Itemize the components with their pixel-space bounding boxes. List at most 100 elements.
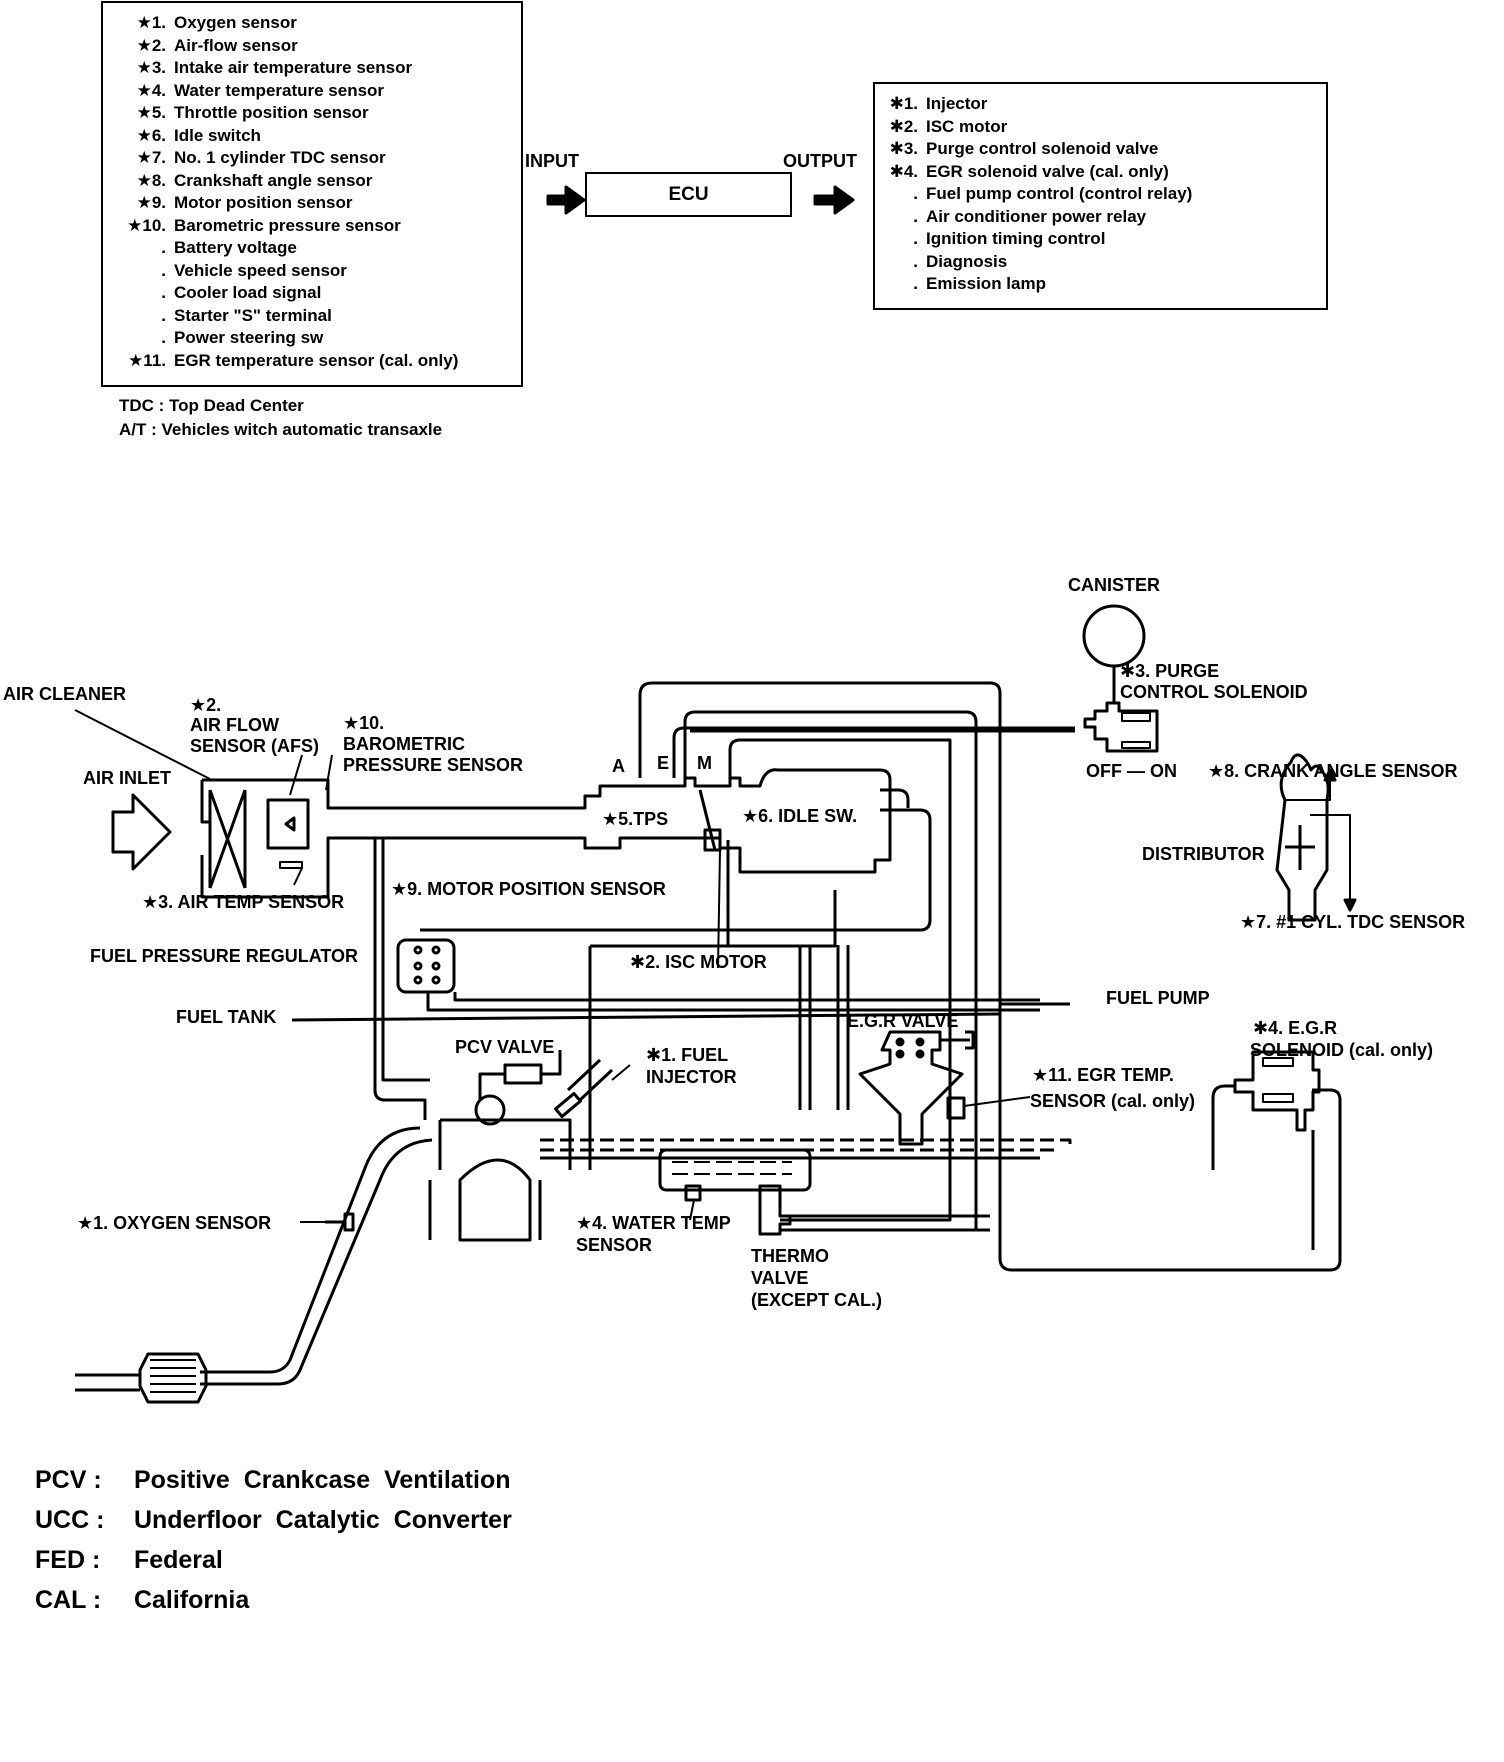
list-item: .Fuel pump control (control relay) bbox=[884, 183, 1192, 206]
label-canister: CANISTER bbox=[1068, 575, 1161, 595]
list-item: . Vehicle speed sensor bbox=[112, 260, 458, 283]
label-distributor: DISTRIBUTOR bbox=[1142, 844, 1265, 864]
list-item-marker: ✱3. bbox=[889, 139, 918, 158]
list-item: . Battery voltage bbox=[112, 237, 458, 260]
water-temp-sensor-icon bbox=[684, 1184, 702, 1202]
abbreviation-meaning: California bbox=[127, 1586, 250, 1614]
label-baro-3: PRESSURE SENSOR bbox=[343, 755, 524, 775]
list-item: ✱4. EGR solenoid valve (cal. only) bbox=[884, 161, 1192, 184]
label-purge-solenoid-2: CONTROL SOLENOID bbox=[1120, 682, 1308, 702]
label-egr-temp-2: SENSOR (cal. only) bbox=[1030, 1091, 1196, 1111]
output-actuator-list-box bbox=[873, 82, 1328, 310]
abbreviation-key: CAL : bbox=[35, 1586, 102, 1614]
abbreviation-key: PCV : bbox=[35, 1466, 102, 1494]
list-item: ★7. No. 1 cylinder TDC sensor bbox=[112, 147, 458, 170]
list-item-text: Emission lamp bbox=[926, 274, 1046, 293]
label-thermo-1: THERMO bbox=[751, 1246, 829, 1266]
pcv-valve-icon bbox=[478, 1050, 562, 1100]
list-item: ★4.Water temperature sensor bbox=[112, 80, 458, 103]
label-port-m: M bbox=[697, 753, 712, 773]
abbreviation-row: CAL : California bbox=[35, 1580, 512, 1620]
abbreviation-meaning: Underfloor Catalytic Converter bbox=[127, 1506, 512, 1534]
list-item: .Ignition timing control bbox=[884, 228, 1192, 251]
list-item-marker: ★7. bbox=[136, 148, 166, 167]
thermo-valve-icon bbox=[758, 1184, 990, 1236]
label-tdc-sensor: ★7. #1 CYL. TDC SENSOR bbox=[1240, 912, 1466, 932]
label-egr-solenoid-1: ✱4. E.G.R bbox=[1253, 1018, 1338, 1038]
list-item-marker: ★1. bbox=[136, 13, 166, 32]
label-isc-motor: ✱2. ISC MOTOR bbox=[630, 952, 767, 972]
label-water-temp-2: SENSOR bbox=[576, 1235, 653, 1255]
egr-solenoid-icon bbox=[1211, 1050, 1321, 1250]
label-air-inlet: AIR INLET bbox=[83, 768, 171, 788]
list-item-marker: . bbox=[161, 305, 166, 325]
label-air-cleaner: AIR CLEANER bbox=[3, 684, 127, 704]
list-item-text: Cooler load signal bbox=[174, 283, 322, 302]
list-item-marker: ★5. bbox=[136, 103, 166, 122]
label-baro-2: BAROMETRIC bbox=[343, 734, 465, 754]
list-item-marker: ★3. bbox=[136, 58, 166, 77]
list-item-marker: ★9. bbox=[136, 193, 166, 212]
list-item-marker: ✱4. bbox=[889, 161, 918, 181]
list-item-marker: . bbox=[913, 251, 918, 271]
list-item-marker: ★8. bbox=[136, 170, 166, 190]
list-item-text: Diagnosis bbox=[926, 251, 1008, 271]
list-item-marker: . bbox=[161, 238, 166, 257]
list-item-marker: ✱2. bbox=[889, 116, 918, 136]
label-pcv-valve: PCV VALVE bbox=[455, 1037, 555, 1057]
list-item-marker: . bbox=[161, 260, 166, 280]
abbreviation-key: UCC : bbox=[35, 1506, 105, 1534]
list-item: ★1. Oxygen sensor bbox=[112, 12, 458, 35]
engine-block-icon bbox=[428, 1094, 1072, 1242]
label-afs-2: AIR FLOW bbox=[190, 715, 279, 735]
list-item-marker: ✱1. bbox=[889, 94, 918, 113]
label-thermo-2: VALVE bbox=[751, 1268, 809, 1288]
label-egr-valve: E.G.R VALVE bbox=[847, 1011, 959, 1031]
list-item-marker: . bbox=[161, 283, 166, 302]
label-water-temp-1: ★4. WATER TEMP bbox=[576, 1213, 731, 1233]
list-item-marker: . bbox=[161, 328, 166, 347]
list-item: ✱1.Injector bbox=[884, 93, 1192, 116]
output-actuator-list: ✱1.Injector✱2.ISC motor✱3. Purge control … bbox=[884, 93, 1193, 296]
list-item: ★9. Motor position sensor bbox=[112, 192, 458, 215]
oxygen-sensor-icon bbox=[325, 1212, 355, 1232]
label-fuel-tank: FUEL TANK bbox=[176, 1007, 277, 1027]
list-item-text: No. 1 cylinder TDC sensor bbox=[174, 148, 386, 167]
list-item-text: EGR solenoid valve (cal. only) bbox=[926, 161, 1169, 181]
label-fuel-injector-2: INJECTOR bbox=[646, 1067, 737, 1087]
list-item-text: Battery voltage bbox=[174, 238, 297, 257]
list-item-text: Vehicle speed sensor bbox=[174, 260, 347, 280]
input-sensor-list: ★1.Oxygen sensor★2.Air-flow sensor★3.Int… bbox=[112, 12, 458, 372]
list-item: ✱2.ISC motor bbox=[884, 116, 1192, 139]
output-arrow-icon bbox=[813, 185, 855, 215]
list-item-text: Oxygen sensor bbox=[174, 13, 297, 32]
list-item-text: Power steering sw bbox=[174, 328, 324, 347]
list-item-text: Purge control solenoid valve bbox=[926, 139, 1159, 158]
label-fuel-injector-1: ✱1. FUEL bbox=[646, 1045, 729, 1065]
list-item: ★8.Crankshaft angle sensor bbox=[112, 170, 458, 193]
list-item-text: Air-flow sensor bbox=[174, 35, 298, 55]
list-item-marker: ★10. bbox=[127, 215, 166, 235]
fuel-pressure-regulator-icon bbox=[396, 938, 456, 994]
list-item: .Air conditioner power relay bbox=[884, 206, 1192, 229]
list-item-marker: . bbox=[913, 206, 918, 226]
list-item: ★6.Idle switch bbox=[112, 125, 458, 148]
label-oxygen-sensor: ★1. OXYGEN SENSOR bbox=[77, 1213, 272, 1233]
list-item-text: EGR temperature sensor (cal. only) bbox=[174, 350, 459, 370]
distributor-icon bbox=[1275, 753, 1357, 922]
list-item-text: Water temperature sensor bbox=[174, 80, 385, 100]
egr-valve-icon bbox=[858, 1030, 975, 1146]
list-item-text: Intake air temperature sensor bbox=[174, 58, 413, 77]
list-item: . Power steering sw bbox=[112, 327, 458, 350]
label-afs-3: SENSOR (AFS) bbox=[190, 736, 320, 756]
list-item-text: Fuel pump control (control relay) bbox=[926, 184, 1193, 203]
list-item-text: Motor position sensor bbox=[174, 193, 353, 212]
list-item-text: Starter "S" terminal bbox=[174, 305, 332, 325]
afs-triangle-icon bbox=[284, 816, 296, 832]
input-label: INPUT bbox=[525, 151, 579, 171]
airflow-sensor-icon bbox=[266, 798, 310, 850]
list-item-marker: ★11. bbox=[128, 350, 166, 370]
label-fuel-pump: FUEL PUMP bbox=[1106, 988, 1210, 1008]
